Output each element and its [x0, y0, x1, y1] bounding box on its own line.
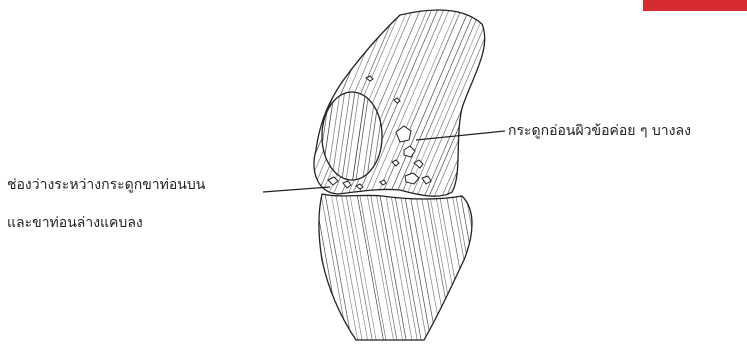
cartilage-fleck	[328, 177, 338, 185]
femoral-condyle	[296, 90, 400, 185]
cartilage-fleck	[404, 146, 415, 157]
cartilage-fleck	[422, 176, 431, 184]
tibia-hatching	[300, 190, 497, 345]
leader-line-joint-space	[263, 187, 330, 192]
label-cartilage-thinning: กระดูกอ่อนผิวข้อค่อย ๆ บางลง	[508, 122, 691, 140]
cartilage-fleck	[392, 160, 399, 166]
cartilage-fleck	[380, 180, 386, 185]
cartilage-fleck	[394, 98, 400, 103]
leader-line-cartilage	[416, 131, 505, 140]
cartilage-fleck	[405, 173, 419, 184]
label-joint-space-line2: และขาท่อนล่างแคบลง	[7, 214, 143, 232]
cartilage-fleck	[356, 184, 363, 189]
label-joint-space-line1: ช่องว่างระหว่างกระดูกขาท่อนบน	[7, 176, 205, 194]
